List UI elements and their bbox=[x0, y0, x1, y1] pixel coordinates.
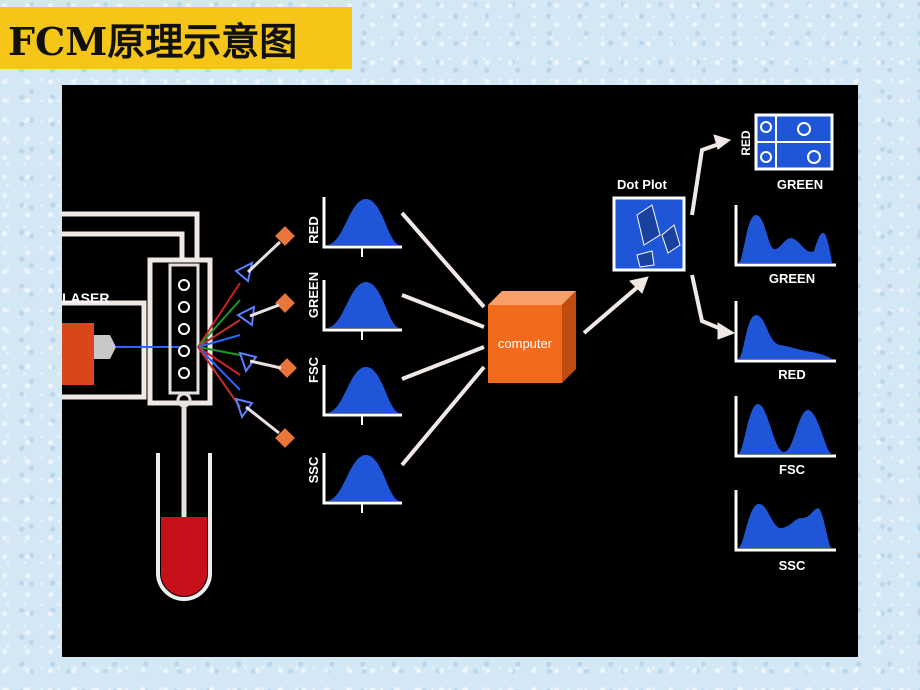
detector bbox=[275, 293, 295, 313]
cell-particle bbox=[178, 323, 190, 335]
output-dotplot-ylabel: RED bbox=[739, 130, 753, 156]
laser-label: LASER bbox=[62, 290, 109, 306]
detector-histograms bbox=[322, 197, 402, 513]
detector bbox=[277, 358, 297, 378]
detector-lens bbox=[234, 397, 254, 420]
diagram-svg: LASER bbox=[62, 113, 836, 601]
output-label-fsc: FSC bbox=[779, 462, 806, 477]
detector bbox=[275, 226, 295, 246]
output-histogram-ssc: SSC bbox=[734, 490, 836, 573]
output-label-ssc: SSC bbox=[779, 558, 806, 573]
detector-label-red: RED bbox=[306, 216, 321, 243]
detector-label-green: GREEN bbox=[306, 272, 321, 318]
histogram-fsc bbox=[322, 365, 402, 425]
histogram-green bbox=[322, 280, 402, 340]
detector-label-ssc: SSC bbox=[306, 456, 321, 483]
output-dotplot-xlabel: GREEN bbox=[777, 177, 823, 192]
computer: computer bbox=[488, 291, 576, 383]
output-histogram-green: GREEN bbox=[734, 205, 836, 286]
signal-lines bbox=[400, 211, 486, 467]
sample-tube bbox=[156, 392, 212, 601]
output-label-green: GREEN bbox=[769, 271, 815, 286]
fcm-diagram: LASER bbox=[62, 85, 858, 657]
cell-particle bbox=[178, 345, 190, 357]
dot-plot: Dot Plot bbox=[612, 177, 686, 272]
arrows-to-outputs bbox=[690, 134, 736, 340]
arrow-to-dotplot bbox=[582, 276, 649, 335]
output-label-red: RED bbox=[778, 367, 805, 382]
laser-nozzle bbox=[94, 335, 116, 359]
output-histogram-red: RED bbox=[734, 301, 836, 382]
slide-title: FCM原理示意图 bbox=[8, 18, 298, 64]
cell-particle bbox=[178, 367, 190, 379]
title-banner: FCM原理示意图 bbox=[0, 7, 352, 69]
output-dotplot: RED GREEN bbox=[739, 113, 834, 192]
detectors bbox=[234, 226, 297, 448]
scattered-light bbox=[197, 282, 241, 408]
detector-label-fsc: FSC bbox=[306, 356, 321, 383]
tube-liquid bbox=[161, 517, 207, 596]
histogram-red bbox=[322, 197, 402, 257]
detector-lens bbox=[238, 351, 258, 374]
detector bbox=[275, 428, 295, 448]
cell-particle bbox=[178, 279, 190, 291]
histogram-ssc bbox=[322, 453, 402, 513]
cell-particle bbox=[178, 301, 190, 313]
detector-labels: RED GREEN FSC SSC bbox=[306, 216, 321, 483]
dot-plot-label: Dot Plot bbox=[617, 177, 667, 192]
flow-cell bbox=[168, 263, 200, 395]
output-histogram-fsc: FSC bbox=[734, 396, 836, 477]
fluidic-lines bbox=[62, 211, 213, 406]
computer-label: computer bbox=[498, 336, 553, 351]
laser-body bbox=[62, 323, 94, 385]
